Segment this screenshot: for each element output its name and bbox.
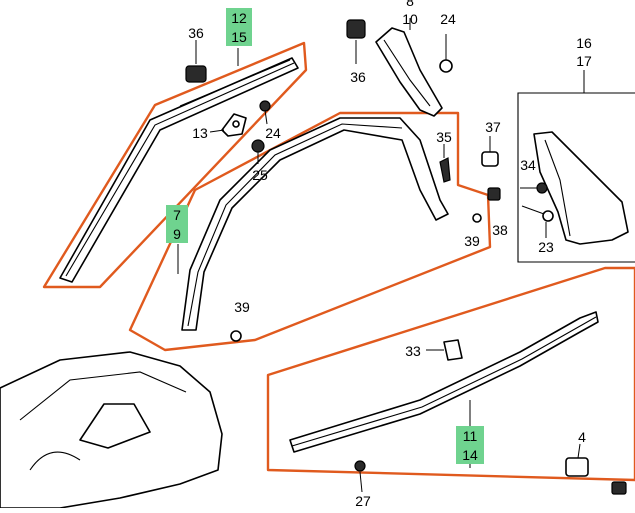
screw-part-24a-shank: [264, 109, 268, 125]
callout-34: 34: [520, 157, 536, 173]
screw-part-39a: [472, 213, 482, 223]
highlight-15: [226, 27, 252, 46]
screw-part-24a: [259, 100, 271, 112]
highlight-14: [456, 445, 484, 464]
side-sill-molding: [289, 311, 599, 453]
screw-part-39b: [230, 330, 242, 342]
callout-35: 35: [436, 129, 452, 145]
callout-36b: 36: [350, 69, 366, 85]
leader-27: [359, 471, 363, 493]
callout-38: 38: [492, 222, 508, 238]
quarter-panel-box: [517, 92, 635, 263]
clip-part-33: [443, 339, 463, 361]
clip-part-36a: [185, 65, 207, 83]
highlight-12: [226, 8, 252, 27]
callout-15: 15: [231, 29, 247, 45]
callout-7: 7: [173, 207, 181, 223]
callout-33: 33: [405, 343, 421, 359]
leader-13: [209, 129, 225, 133]
callout-24b: 24: [265, 125, 281, 141]
callout-17: 17: [576, 53, 592, 69]
roof-molding-inner-line-2: [179, 59, 291, 107]
pillar-trim-line: [383, 39, 431, 107]
quarter-panel-line: [544, 139, 571, 237]
callout-25: 25: [252, 167, 268, 183]
callout-23: 23: [538, 239, 554, 255]
callout-9: 9: [173, 226, 181, 242]
side-sill-line: [291, 316, 597, 447]
highlight-9: [166, 224, 188, 243]
bolt-part-23: [542, 210, 554, 222]
fastener-part-4b: [611, 481, 627, 495]
callout-27: 27: [355, 493, 371, 508]
callout-4: 4: [578, 429, 586, 445]
car-roof-line: [19, 371, 187, 421]
clip-part-35: [439, 157, 451, 183]
callout-39a: 39: [464, 233, 480, 249]
door-frame-inner-line: [187, 123, 403, 327]
roof-molding-inner-line: [65, 62, 295, 277]
callout-12: 12: [231, 10, 247, 26]
clip-part-36b: [346, 19, 366, 39]
quarter-panel-trim: [533, 131, 629, 245]
callout-14: 14: [462, 447, 478, 463]
clip-part-37: [481, 151, 499, 167]
callout-11: 11: [463, 428, 478, 444]
leader-4: [577, 443, 581, 459]
callout-10: 10: [402, 11, 418, 27]
door-frame-weatherstrip: [181, 117, 449, 331]
clip-part-27: [354, 460, 366, 472]
clip-part-38: [487, 187, 501, 201]
clip-part-13-hole: [232, 120, 240, 128]
bolt-part-34: [536, 182, 548, 194]
highlight-7: [166, 205, 188, 224]
callout-13: 13: [192, 125, 208, 141]
car-side-window: [79, 403, 151, 449]
pillar-trim: [375, 27, 443, 117]
callout-36a: 36: [188, 25, 204, 41]
callout-24a: 24: [440, 11, 456, 27]
car-wheel-arch: [29, 451, 81, 471]
callout-37: 37: [485, 119, 501, 135]
roof-molding: [59, 57, 299, 283]
bolt-part-24b: [439, 59, 453, 73]
callout-39b: 39: [234, 299, 250, 315]
highlight-11: [456, 426, 484, 445]
group-outline-roof-molding: [42, 41, 308, 289]
callout-8: 8: [406, 0, 414, 9]
screw-part-25: [251, 139, 265, 153]
group-outline-side-sill: [266, 266, 635, 482]
fastener-part-4: [565, 457, 589, 477]
callout-16: 16: [576, 35, 592, 51]
bolt-part-23-shank: [521, 205, 545, 215]
